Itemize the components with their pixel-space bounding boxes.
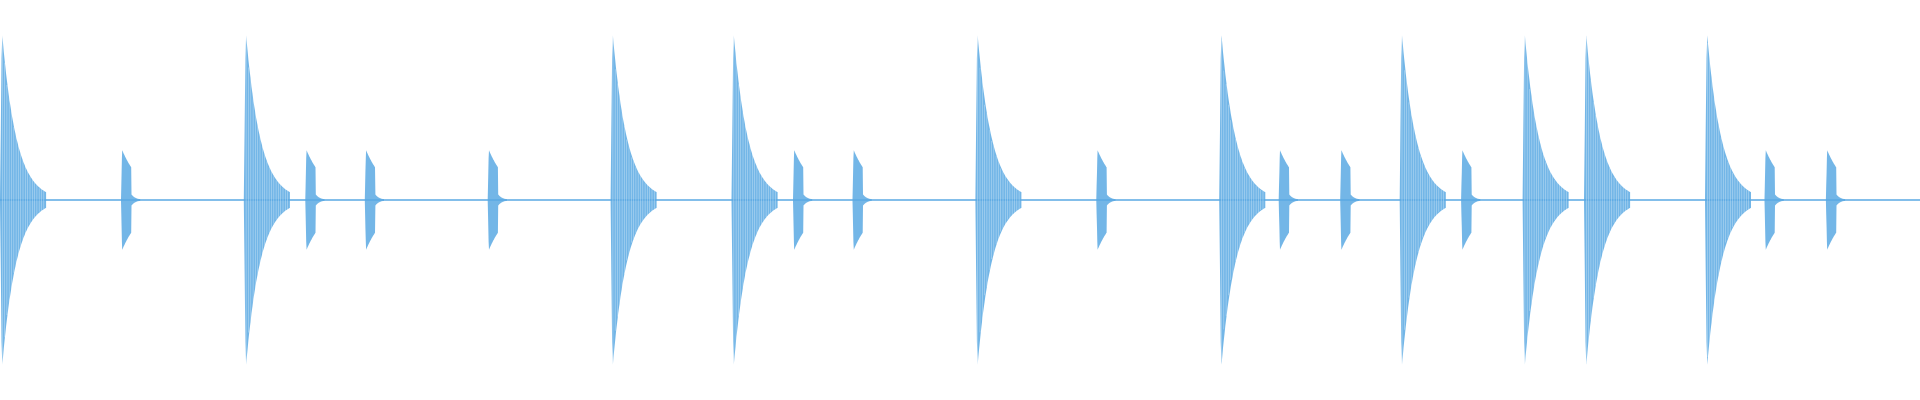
- waveform-texture: [733, 31, 776, 369]
- waveform-envelope: [1825, 150, 1846, 250]
- waveform-hit: [975, 19, 1022, 381]
- waveform-hit: [852, 150, 872, 250]
- waveform-envelope: [793, 150, 813, 250]
- waveform-hit: [610, 19, 657, 381]
- waveform-envelope: [1278, 150, 1298, 250]
- waveform-envelope: [121, 150, 141, 250]
- waveform-envelope: [1340, 150, 1360, 250]
- waveform-envelope: [487, 150, 507, 250]
- waveform-hit: [1219, 35, 1266, 365]
- waveform-hit: [487, 150, 507, 250]
- waveform-envelope: [1461, 150, 1481, 250]
- waveform-envelope: [975, 35, 1022, 365]
- waveform-hit: [1399, 18, 1446, 382]
- waveform-hit: [1340, 150, 1360, 250]
- waveform-hit: [243, 21, 290, 379]
- waveform-hit: [1522, 25, 1569, 375]
- waveform-hit: [1096, 150, 1116, 250]
- waveform-envelope: [364, 150, 384, 250]
- waveform-envelope: [852, 150, 872, 250]
- waveform-texture: [612, 19, 655, 381]
- waveform-texture: [1707, 43, 1749, 357]
- waveform-envelope: [1399, 35, 1446, 365]
- waveform-hit: [0, 18, 47, 382]
- waveform-hit: [1461, 150, 1481, 250]
- waveform-hit: [1278, 150, 1298, 250]
- waveform-hit: [793, 150, 813, 250]
- waveform-texture: [1524, 25, 1567, 375]
- waveform-envelope: [1219, 35, 1266, 365]
- waveform-texture: [1401, 18, 1444, 382]
- waveform-envelope: [305, 150, 325, 250]
- waveform-hits: [0, 18, 1846, 382]
- waveform-envelope: [1584, 35, 1631, 365]
- waveform-texture: [1, 18, 45, 382]
- waveform-texture: [977, 19, 1020, 381]
- waveform-envelope: [243, 35, 290, 365]
- waveform-texture: [1586, 37, 1629, 363]
- waveform-hit: [121, 150, 141, 250]
- waveform-envelope: [1764, 150, 1784, 250]
- waveform-hit: [1764, 150, 1784, 250]
- waveform-hit: [1825, 150, 1846, 250]
- waveform-hit: [731, 31, 778, 369]
- waveform-hit: [305, 150, 325, 250]
- waveform-texture: [245, 21, 288, 379]
- waveform-texture: [1221, 39, 1264, 361]
- waveform-hit: [1584, 35, 1631, 365]
- waveform-envelope: [1522, 35, 1569, 365]
- waveform-envelope: [1096, 150, 1116, 250]
- waveform-envelope: [0, 35, 47, 365]
- waveform-envelope: [1705, 35, 1751, 365]
- waveform-hit: [1705, 35, 1751, 365]
- waveform-envelope: [610, 35, 657, 365]
- waveform-envelope: [731, 35, 778, 365]
- waveform-hit: [364, 150, 384, 250]
